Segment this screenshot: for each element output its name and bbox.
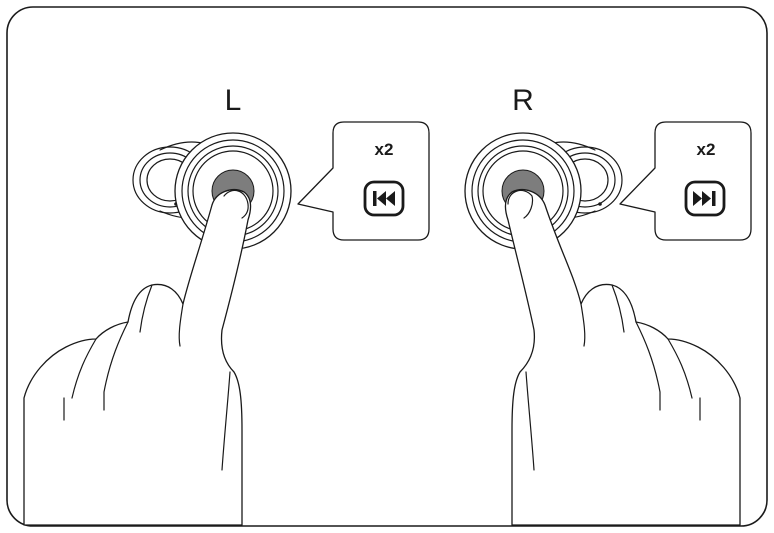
right-hand-illustration xyxy=(504,189,741,526)
previous-track-icon xyxy=(363,180,405,217)
left-side-label: L xyxy=(225,84,242,117)
right-action-callout: x2 xyxy=(619,121,752,241)
left-tap-count: x2 xyxy=(375,140,394,159)
left-hand-illustration xyxy=(23,189,252,526)
left-earbud-group: L xyxy=(23,84,430,526)
right-side-label: R xyxy=(512,84,534,117)
next-track-icon xyxy=(684,180,726,217)
right-tap-count: x2 xyxy=(697,140,716,159)
left-action-callout: x2 xyxy=(297,121,430,241)
right-earbud-group: R xyxy=(464,84,752,526)
